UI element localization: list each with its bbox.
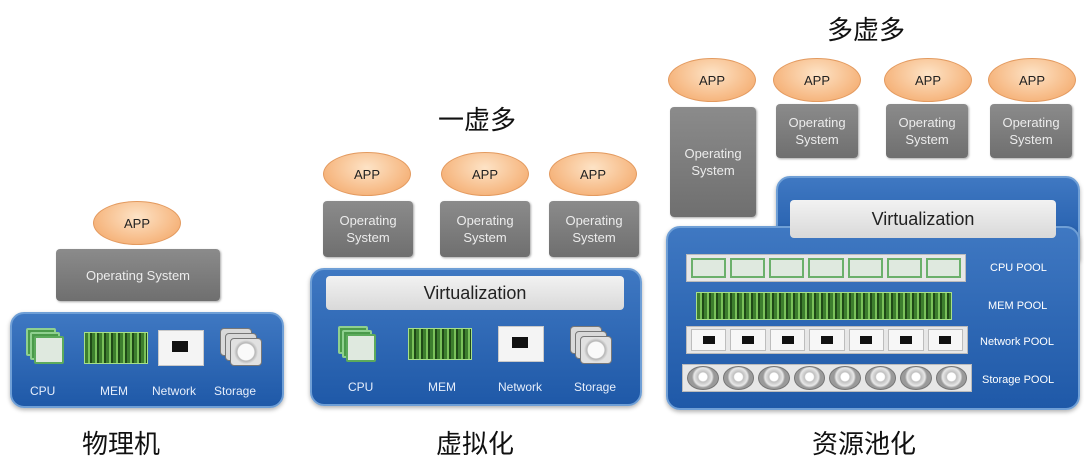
network-port-icon [888,329,924,351]
memory-module-icon [408,328,472,360]
cpu-chip-icon [26,328,64,364]
network-port-icon [158,330,204,366]
hardware-label-cpu: CPU [348,380,374,394]
network-port-icon [809,329,845,351]
physical-hardware-panel: CPU MEM Network Storage [10,312,284,408]
virtualized-hardware-panel: Virtualization CPU MEM Network Storage [310,268,642,406]
network-port-icon [498,326,544,362]
cpu-chip-icon [691,258,727,278]
cpu-chip-icon [925,258,961,278]
storage-disk-icon [935,366,967,390]
cpu-chip-icon [730,258,766,278]
network-pool-row [686,326,968,354]
hardware-label-cpu: CPU [30,384,56,398]
storage-disk-icon [220,328,262,366]
operating-system-box: Operating System [549,201,639,257]
app-bubble: APP [668,58,756,102]
panel-caption-physical: 物理机 [82,430,161,460]
pool-label-storage: Storage POOL [982,374,1055,386]
network-port-icon [730,329,766,351]
hardware-label-network: Network [498,380,543,394]
storage-disk-icon [722,366,754,390]
app-bubble: APP [441,152,529,196]
virtualization-layer: Virtualization [790,200,1056,238]
storage-disk-icon [829,366,861,390]
panel-heading-many-to-many: 多虚多 [827,16,906,46]
memory-module-icon [84,332,148,364]
cpu-chip-icon [769,258,805,278]
network-port-icon [927,329,963,351]
storage-pool-row [682,364,972,392]
cpu-chip-icon [338,326,376,362]
virtualization-layer: Virtualization [326,276,624,310]
hardware-label-network: Network [152,384,197,398]
cpu-pool-row [686,254,966,282]
storage-disk-icon [687,366,719,390]
memory-pool-row [696,292,952,320]
hardware-label-mem: MEM [100,384,128,398]
operating-system-box: Operating System [776,104,858,158]
operating-system-box: Operating System [670,107,756,217]
operating-system-box: Operating System [886,104,968,158]
operating-system-box: Operating System [990,104,1072,158]
app-bubble: APP [884,58,972,102]
app-bubble: APP [549,152,637,196]
cpu-chip-icon [847,258,883,278]
panel-heading-one-to-many: 一虚多 [438,106,517,136]
app-bubble: APP [323,152,411,196]
operating-system-box: Operating System [56,249,220,301]
cpu-chip-icon [808,258,844,278]
network-port-icon [769,329,806,351]
hardware-label-storage: Storage [574,380,617,394]
app-bubble: APP [773,58,861,102]
network-port-icon [848,329,885,351]
operating-system-box: Operating System [440,201,530,257]
panel-caption-resource-pooling: 资源池化 [812,430,917,460]
hardware-label-storage: Storage [214,384,257,398]
storage-disk-icon [758,366,790,390]
storage-disk-icon [900,366,932,390]
panel-caption-virtualization: 虚拟化 [436,430,515,460]
storage-disk-icon [864,366,896,390]
storage-disk-icon [793,366,825,390]
pool-label-mem: MEM POOL [988,300,1048,312]
operating-system-box: Operating System [323,201,413,257]
cpu-chip-icon [886,258,922,278]
network-port-icon [691,329,727,351]
hardware-label-mem: MEM [428,380,456,394]
app-bubble: APP [988,58,1076,102]
resource-pool-panel: CPU POOL MEM POOL Network POOL Storage P… [666,226,1080,410]
pool-label-network: Network POOL [980,336,1054,348]
pool-label-cpu: CPU POOL [990,262,1047,274]
storage-disk-icon [570,326,612,364]
app-bubble: APP [93,201,181,245]
